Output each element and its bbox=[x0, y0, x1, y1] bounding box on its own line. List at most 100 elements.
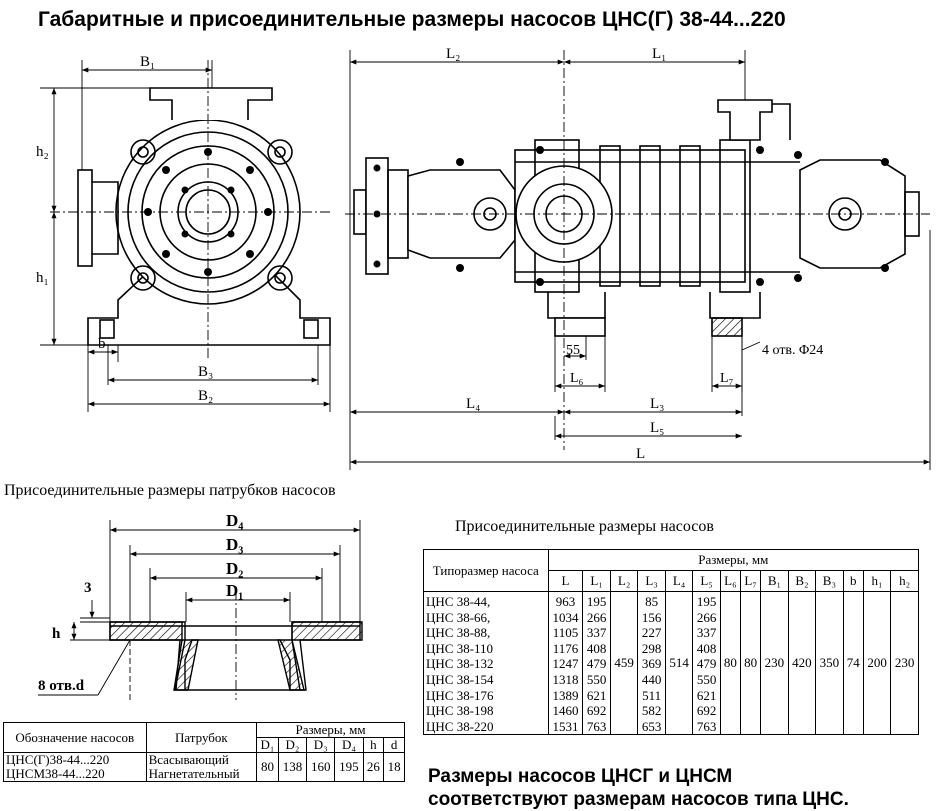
col-header-5: L₅ bbox=[692, 570, 721, 592]
dim-h2: h₂ bbox=[36, 144, 49, 160]
note-line-2: соответствуют размерам насосов типа ЦНС. bbox=[428, 789, 849, 810]
pipe-cell: Всасывающий Нагнетательный bbox=[145, 752, 258, 782]
l-value: 1247 bbox=[552, 656, 579, 672]
cell-nozzle-d: 18 bbox=[383, 752, 405, 782]
l1-value: 337 bbox=[586, 625, 607, 641]
nozzle-col-header-4: h bbox=[362, 737, 385, 753]
dim-d4: D₄ bbox=[226, 511, 243, 530]
l-value: 1531 bbox=[552, 718, 579, 734]
dim-d3: D₃ bbox=[226, 535, 243, 554]
model-name: ЦНС 38-220 bbox=[426, 718, 494, 734]
l5-value: 692 bbox=[696, 703, 717, 719]
model-name: ЦНС 38-176 bbox=[426, 687, 494, 703]
dim-l6: L₆ bbox=[570, 371, 584, 386]
side-view bbox=[353, 99, 920, 337]
l3-value: 653 bbox=[641, 718, 662, 734]
nozzle-col-header-2: D₃ bbox=[306, 737, 336, 753]
cell-b: 74 bbox=[842, 590, 864, 736]
cell-b3: 350 bbox=[815, 590, 844, 736]
cell-l2: 459 bbox=[609, 590, 639, 736]
col-header-2: L₂ bbox=[609, 570, 639, 592]
dim-b1: B₁ bbox=[140, 54, 155, 70]
nozzle-col-header-3: D₄ bbox=[334, 737, 364, 753]
dim-l: L bbox=[636, 446, 645, 462]
dim-l5: L₅ bbox=[650, 420, 664, 436]
l5-value: 621 bbox=[696, 687, 717, 703]
col-header-7: L₇ bbox=[739, 570, 762, 592]
col-header-12: h₁ bbox=[862, 570, 892, 592]
model-list: ЦНС 38-44,ЦНС 38-66,ЦНС 38-88,ЦНС 38-110… bbox=[423, 590, 549, 736]
dim-l4: L₄ bbox=[466, 396, 480, 412]
cell-l4: 514 bbox=[664, 590, 694, 736]
l3-value: 511 bbox=[642, 687, 662, 703]
l-value: 1318 bbox=[552, 671, 579, 687]
col-header-10: B₃ bbox=[815, 570, 844, 592]
dim-b3: B₃ bbox=[198, 364, 213, 380]
col-dims-header: Размеры, мм bbox=[547, 549, 920, 571]
model-name: ЦНС 38-154 bbox=[426, 671, 494, 687]
dim-holes-24: 4 отв. Φ24 bbox=[762, 343, 823, 358]
l-value: 1176 bbox=[552, 640, 579, 656]
dim-l1: L₁ bbox=[652, 46, 666, 62]
cell-h2: 230 bbox=[890, 590, 919, 736]
cell-d1: 80 bbox=[256, 752, 279, 782]
pump-table-title: Присоединительные размеры насосов bbox=[455, 518, 714, 535]
nozzle-dimensions-table: Обозначение насосов Патрубок Размеры, мм… bbox=[3, 722, 405, 782]
l1-value: 195 bbox=[586, 594, 607, 609]
cell-l7: 80 bbox=[739, 590, 762, 736]
nozzle-col-header-1: D₂ bbox=[277, 737, 308, 753]
col-header-13: h₂ bbox=[890, 570, 919, 592]
dim-55: 55 bbox=[566, 343, 580, 358]
dim-holes-d: 8 отв.d bbox=[38, 678, 85, 694]
front-view bbox=[77, 87, 331, 346]
l1-value: 408 bbox=[586, 640, 607, 656]
col-nozzle-dims-header: Размеры, мм bbox=[256, 722, 405, 738]
dim-b2: B₂ bbox=[198, 388, 213, 404]
col-header-8: B₁ bbox=[760, 570, 789, 592]
col-header-4: L₄ bbox=[664, 570, 694, 592]
col-header-6: L₆ bbox=[719, 570, 742, 592]
col-pipe-header: Патрубок bbox=[145, 722, 258, 753]
designation-cell: ЦНС(Г)38-44...220 ЦНСМ38-44...220 bbox=[3, 752, 147, 782]
col-header-11: b bbox=[842, 570, 864, 592]
dim-b: b bbox=[98, 336, 106, 352]
model-name: ЦНС 38-132 bbox=[426, 656, 494, 672]
model-name: ЦНС 38-44, bbox=[426, 594, 491, 609]
l3-value: 440 bbox=[641, 671, 662, 687]
cell-d2: 138 bbox=[277, 752, 308, 782]
dim-h: h bbox=[52, 626, 61, 642]
model-name: ЦНС 38-88, bbox=[426, 625, 491, 641]
designation-2: ЦНСМ38-44...220 bbox=[6, 766, 105, 781]
col-header-1: L₁ bbox=[582, 570, 611, 592]
flange-section bbox=[109, 621, 363, 691]
l5-value: 479 bbox=[696, 656, 717, 672]
l3-value: 582 bbox=[641, 703, 662, 719]
l3-value: 85 bbox=[645, 594, 659, 609]
l3-value: 227 bbox=[641, 625, 662, 641]
cell-l6: 80 bbox=[719, 590, 742, 736]
l3-value: 369 bbox=[641, 656, 662, 672]
note-line-1: Размеры насосов ЦНСГ и ЦНСМ bbox=[428, 766, 733, 787]
dim-l3: L₃ bbox=[650, 396, 664, 412]
model-name: ЦНС 38-110 bbox=[426, 640, 494, 656]
dim-d2: D₂ bbox=[226, 559, 243, 578]
dim-d1: D₁ bbox=[226, 581, 243, 600]
l5-value: 195 bbox=[696, 594, 717, 609]
l1-value: 692 bbox=[586, 703, 607, 719]
designation-1: ЦНС(Г)38-44...220 bbox=[6, 752, 110, 767]
dim-h1: h₁ bbox=[36, 270, 49, 286]
l-value: 1034 bbox=[552, 609, 579, 625]
model-name: ЦНС 38-66, bbox=[426, 609, 491, 625]
cell-h1: 200 bbox=[862, 590, 892, 736]
dim-l7: L₇ bbox=[720, 371, 734, 386]
l5-value: 408 bbox=[696, 640, 717, 656]
l-value: 1460 bbox=[552, 703, 579, 719]
cell-d4: 195 bbox=[334, 752, 364, 782]
page-title: Габаритные и присоединительные размеры н… bbox=[38, 8, 786, 31]
l5-value: 266 bbox=[696, 609, 717, 625]
